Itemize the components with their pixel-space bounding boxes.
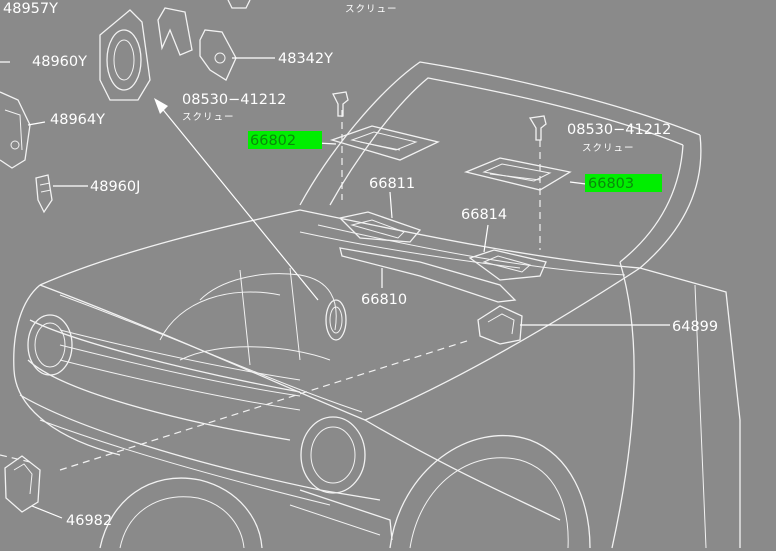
label-48957y[interactable]: 48957Y — [3, 1, 58, 17]
highlight-66803 — [585, 174, 662, 192]
hood-lock-pad-drawing — [99, 9, 151, 101]
hood-grommet-drawing — [325, 299, 347, 341]
leader-lines — [0, 57, 670, 519]
label-66802[interactable]: 66802 — [250, 133, 296, 149]
bolt-drawing — [35, 174, 53, 214]
bracket-64899-drawing — [477, 305, 523, 345]
label-48960j[interactable]: 48960J — [90, 179, 140, 195]
car-body-drawing — [13, 61, 741, 549]
screw-left-drawing — [332, 91, 349, 117]
label-64899[interactable]: 64899 — [672, 319, 718, 335]
label-48960y[interactable]: 48960Y — [32, 54, 87, 70]
bracket-46982-drawing — [4, 455, 41, 513]
label-66814[interactable]: 66814 — [461, 207, 507, 223]
label-66811[interactable]: 66811 — [369, 176, 415, 192]
label-screw-right-code[interactable]: 08530−41212 — [567, 122, 671, 138]
screw-right-drawing — [528, 115, 547, 141]
cowl-brackets-drawing — [338, 211, 547, 303]
label-screw-left-code[interactable]: 08530−41212 — [182, 92, 286, 108]
label-top-screw-jp: スクリュー — [345, 4, 398, 15]
label-66810[interactable]: 66810 — [361, 292, 407, 308]
label-46982[interactable]: 46982 — [66, 513, 112, 529]
label-48964y[interactable]: 48964Y — [50, 112, 105, 128]
label-screw-left-jp: スクリュー — [182, 112, 235, 123]
cowl-pad-66803-drawing — [463, 157, 572, 191]
cowl-pad-66802-drawing — [329, 125, 440, 161]
label-48342y[interactable]: 48342Y — [278, 51, 333, 67]
label-66803[interactable]: 66803 — [588, 176, 634, 192]
label-screw-right-jp: スクリュー — [582, 143, 635, 154]
highlight-66802 — [248, 131, 322, 149]
hood-hinge-drawing — [0, 91, 31, 169]
hood-hinge-clip-drawing — [157, 0, 251, 81]
